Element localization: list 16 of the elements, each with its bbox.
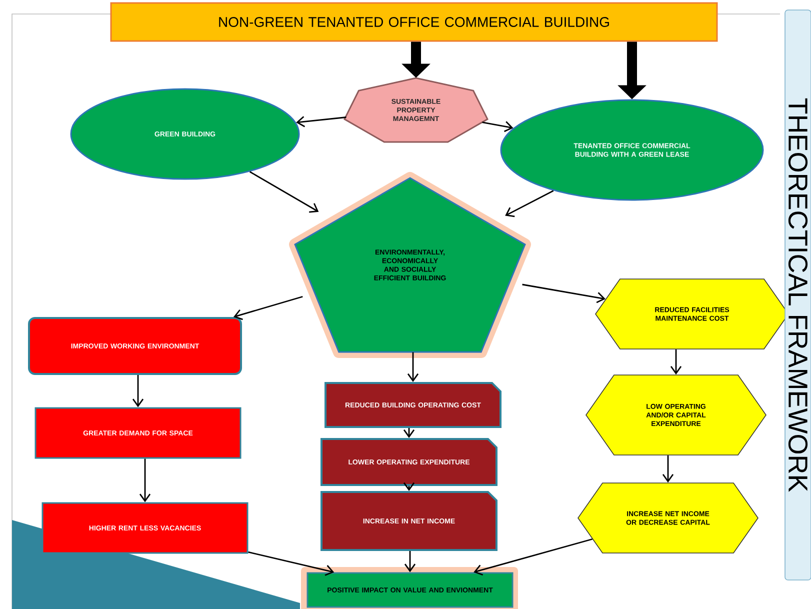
title-box: NON-GREEN TENANTED OFFICE COMMERCIAL BUILDING (110, 2, 718, 42)
arrow (522, 284, 606, 304)
arrow (474, 538, 592, 576)
arrow (482, 121, 514, 132)
arrow (404, 551, 416, 572)
arrow (248, 551, 334, 576)
arrow (296, 116, 346, 128)
arrow (662, 455, 674, 483)
side-banner: THEORECTICAL FRAMEWORK (784, 10, 811, 580)
arrow (233, 296, 303, 320)
arrow (249, 171, 319, 213)
arrow (139, 458, 151, 502)
arrow (505, 190, 554, 218)
arrow (670, 349, 682, 375)
arrow (407, 352, 419, 382)
arrow (132, 375, 144, 408)
